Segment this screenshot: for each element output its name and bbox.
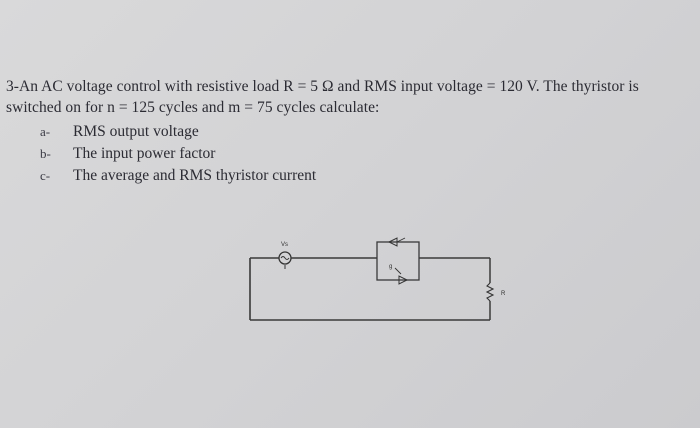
question-line-1: 3-An AC voltage control with resistive l…	[6, 78, 639, 95]
ac-source-icon	[278, 251, 292, 269]
source-label: Vs	[281, 242, 288, 248]
item-marker: c-	[40, 168, 51, 183]
load-label: R	[501, 291, 505, 297]
item-marker: a-	[40, 124, 51, 139]
item-text: The average and RMS thyristor current	[73, 167, 317, 184]
question-line-2: switched on for n = 125 cycles and m = 7…	[6, 99, 380, 116]
sub-question-c: c- The average and RMS thyristor current	[40, 165, 316, 187]
svg-text:g: g	[389, 264, 392, 270]
sub-question-b: b- The input power factor	[40, 143, 316, 165]
circuit-svg: Vs g R	[249, 237, 505, 321]
thyristor-switch-icon: g	[376, 237, 420, 285]
sub-question-a: a- RMS output voltage	[40, 121, 316, 143]
resistor-icon	[485, 282, 495, 302]
item-text: RMS output voltage	[73, 123, 199, 140]
circuit-diagram: Vs g R	[245, 228, 505, 328]
item-marker: b-	[40, 146, 51, 161]
item-text: The input power factor	[73, 145, 216, 162]
sub-question-list: a- RMS output voltage b- The input power…	[40, 121, 316, 187]
question-text: 3-An AC voltage control with resistive l…	[6, 76, 686, 118]
